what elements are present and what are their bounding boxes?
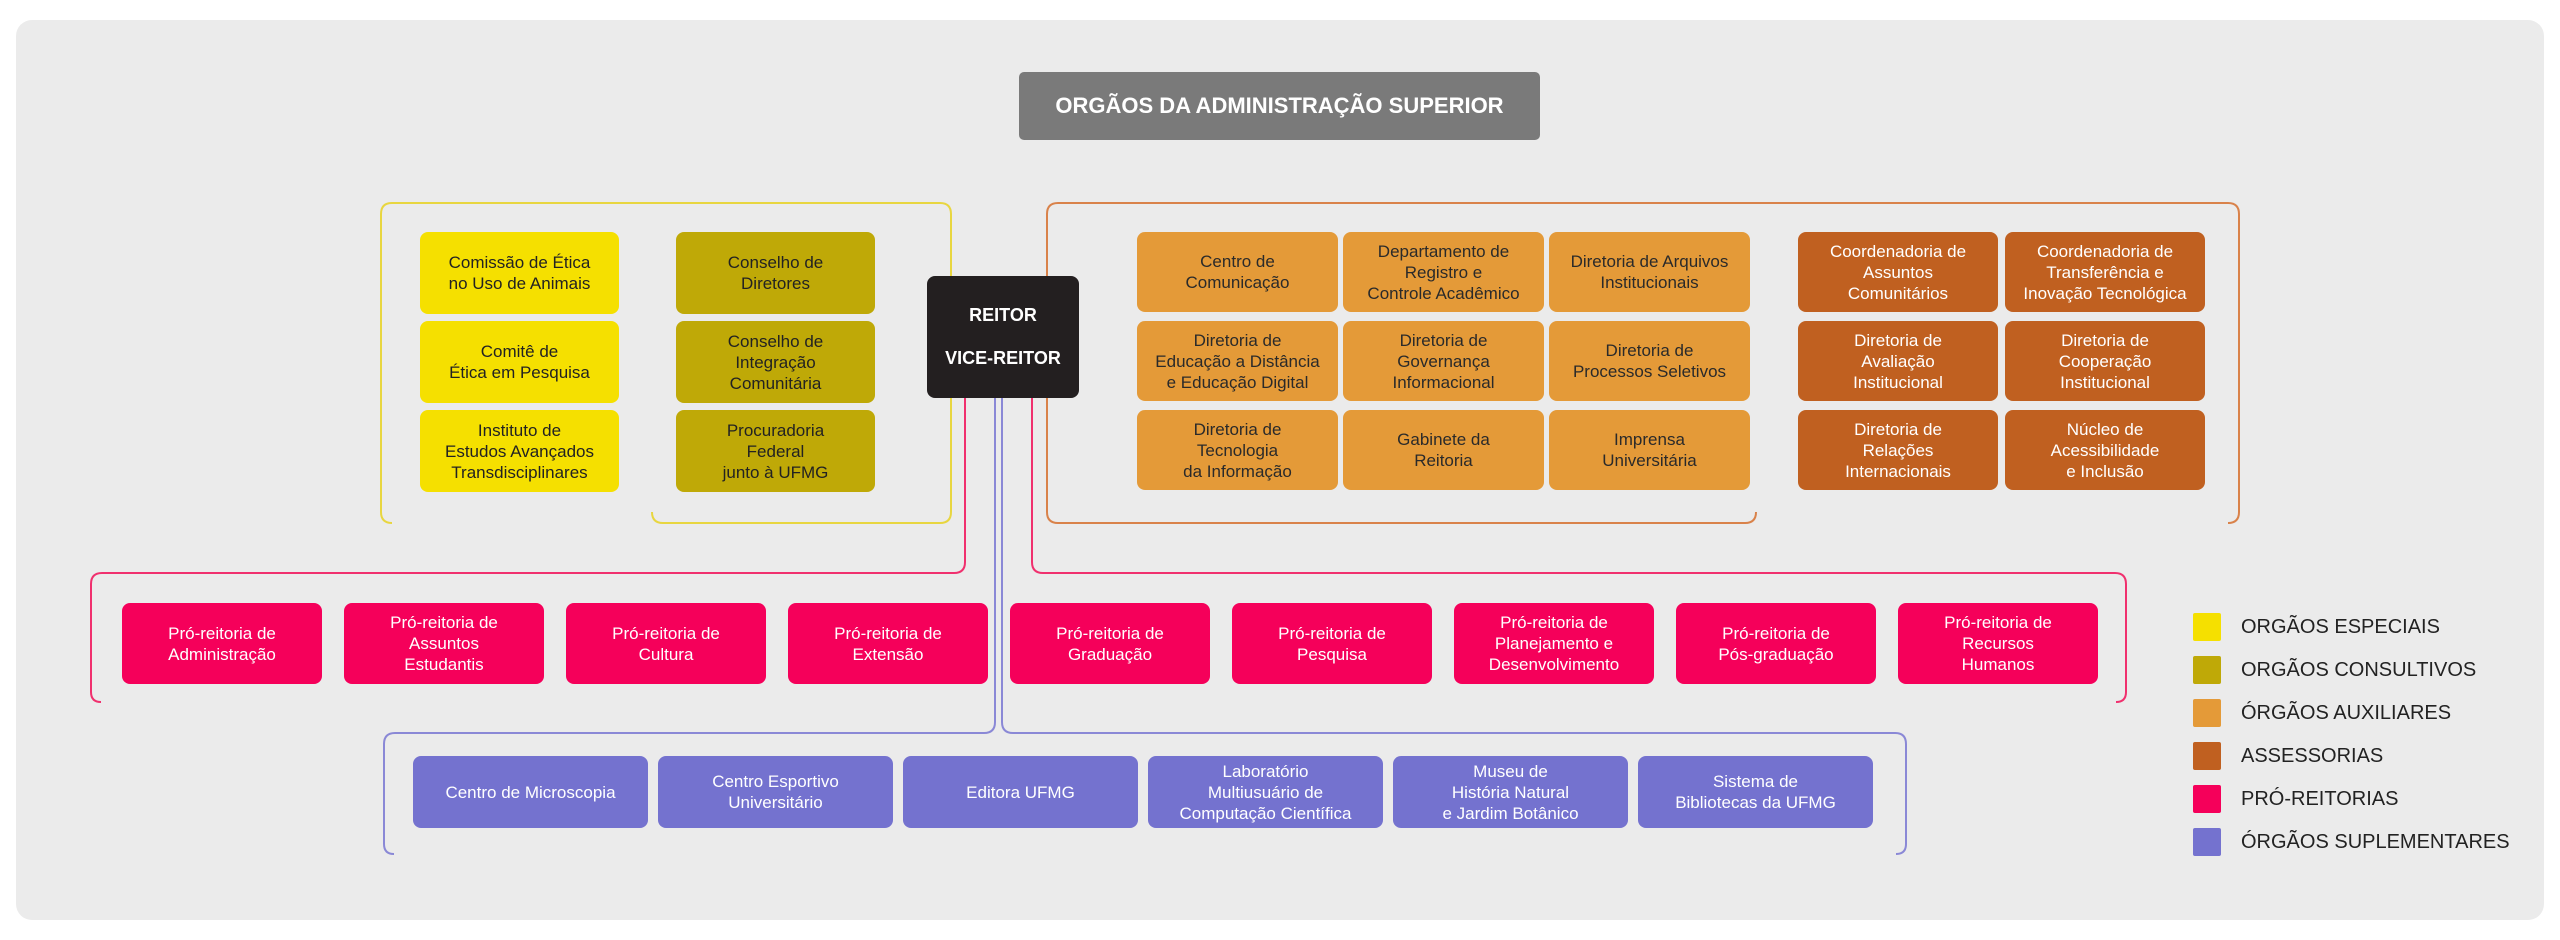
- legend: ORGÃOS ESPECIAIS ORGÃOS CONSULTIVOS ÓRGÃOS…: [2193, 613, 2510, 856]
- orgao-especial-box: Comissão de Ética no Uso de Animais: [420, 232, 619, 314]
- orgao-auxiliar-box: Diretoria de Processos Seletivos: [1549, 321, 1750, 401]
- legend-item: ÓRGÃOS SUPLEMENTARES: [2193, 828, 2510, 856]
- pro-reitoria-box: Pró-reitoria de Planejamento e Desenvolv…: [1454, 603, 1654, 684]
- auxiliares-bracket: [1046, 202, 2240, 524]
- orgao-auxiliar-box: Diretoria de Governança Informacional: [1343, 321, 1544, 401]
- pro-reitorias-bracket-right: [1031, 398, 2127, 703]
- pro-reitoria-box: Pró-reitoria de Pós-graduação: [1676, 603, 1876, 684]
- pro-reitorias-group: Pró-reitoria de Administração Pró-reitori…: [122, 603, 2098, 684]
- orgao-suplementar-box: Laboratório Multiusuário de Computação C…: [1148, 756, 1383, 828]
- assessoria-box: Coordenadoria de Assuntos Comunitários: [1798, 232, 1998, 312]
- pro-reitoria-box: Pró-reitoria de Administração: [122, 603, 322, 684]
- legend-label: ORGÃOS CONSULTIVOS: [2241, 658, 2477, 681]
- legend-label: PRÓ-REITORIAS: [2241, 787, 2399, 810]
- reitor-label: REITOR: [969, 305, 1037, 325]
- vice-reitor-label: VICE-REITOR: [945, 348, 1061, 368]
- legend-item: ORGÃOS CONSULTIVOS: [2193, 656, 2510, 684]
- pro-reitoria-box: Pró-reitoria de Recursos Humanos: [1898, 603, 2098, 684]
- orgao-suplementar-box: Editora UFMG: [903, 756, 1138, 828]
- pro-reitoria-box: Pró-reitoria de Pesquisa: [1232, 603, 1432, 684]
- orgao-suplementar-box: Centro Esportivo Universitário: [658, 756, 893, 828]
- pro-reitorias-bracket-left: [90, 398, 966, 703]
- assessoria-box: Diretoria de Avaliação Institucional: [1798, 321, 1998, 401]
- orgao-auxiliar-box: Diretoria de Tecnologia da Informação: [1137, 410, 1338, 490]
- pro-reitoria-box: Pró-reitoria de Cultura: [566, 603, 766, 684]
- assessoria-box: Diretoria de Relações Internacionais: [1798, 410, 1998, 490]
- orgao-auxiliar-box: Imprensa Universitária: [1549, 410, 1750, 490]
- pro-reitoria-box: Pró-reitoria de Extensão: [788, 603, 988, 684]
- orgao-auxiliar-box: Diretoria de Educação a Distância e Educ…: [1137, 321, 1338, 401]
- orgao-consultivo-box: Procuradoria Federal junto à UFMG: [676, 410, 875, 492]
- pro-reitoria-box: Pró-reitoria de Assuntos Estudantis: [344, 603, 544, 684]
- legend-item: PRÓ-REITORIAS: [2193, 785, 2510, 813]
- orgao-auxiliar-box: Diretoria de Arquivos Institucionais: [1549, 232, 1750, 312]
- orgao-suplementar-box: Sistema de Bibliotecas da UFMG: [1638, 756, 1873, 828]
- orgao-suplementar-box: Centro de Microscopia: [413, 756, 648, 828]
- legend-label: ORGÃOS ESPECIAIS: [2241, 615, 2440, 638]
- legend-swatch: [2193, 613, 2221, 641]
- suplementares-bracket-left: [383, 398, 996, 855]
- legend-swatch: [2193, 742, 2221, 770]
- orgao-consultivo-box: Conselho de Integração Comunitária: [676, 321, 875, 403]
- reitor-box: REITOR VICE-REITOR: [927, 276, 1079, 398]
- pro-reitoria-box: Pró-reitoria de Graduação: [1010, 603, 1210, 684]
- legend-item: ÓRGÃOS AUXILIARES: [2193, 699, 2510, 727]
- legend-label: ASSESSORIAS: [2241, 744, 2384, 767]
- orgao-auxiliar-box: Centro de Comunicação: [1137, 232, 1338, 312]
- legend-label: ÓRGÃOS AUXILIARES: [2241, 701, 2452, 724]
- legend-item: ORGÃOS ESPECIAIS: [2193, 613, 2510, 641]
- orgao-suplementar-box: Museu de História Natural e Jardim Botân…: [1393, 756, 1628, 828]
- legend-swatch: [2193, 785, 2221, 813]
- assessoria-box: Núcleo de Acessibilidade e Inclusão: [2005, 410, 2205, 490]
- orgao-consultivo-box: Conselho de Diretores: [676, 232, 875, 314]
- orgao-auxiliar-box: Departamento de Registro e Controle Acad…: [1343, 232, 1544, 312]
- especiais-bracket: [380, 202, 952, 524]
- suplementares-bracket-right: [1001, 398, 1907, 855]
- assessoria-box: Diretoria de Cooperação Institucional: [2005, 321, 2205, 401]
- orgao-auxiliar-box: Gabinete da Reitoria: [1343, 410, 1544, 490]
- chart-title: ORGÃOS DA ADMINISTRAÇÃO SUPERIOR: [1019, 72, 1540, 140]
- legend-label: ÓRGÃOS SUPLEMENTARES: [2241, 830, 2510, 853]
- legend-item: ASSESSORIAS: [2193, 742, 2510, 770]
- legend-swatch: [2193, 656, 2221, 684]
- legend-swatch: [2193, 828, 2221, 856]
- assessoria-box: Coordenadoria de Transferência e Inovaçã…: [2005, 232, 2205, 312]
- orgao-especial-box: Comitê de Ética em Pesquisa: [420, 321, 619, 403]
- orgao-especial-box: Instituto de Estudos Avançados Transdisc…: [420, 410, 619, 492]
- legend-swatch: [2193, 699, 2221, 727]
